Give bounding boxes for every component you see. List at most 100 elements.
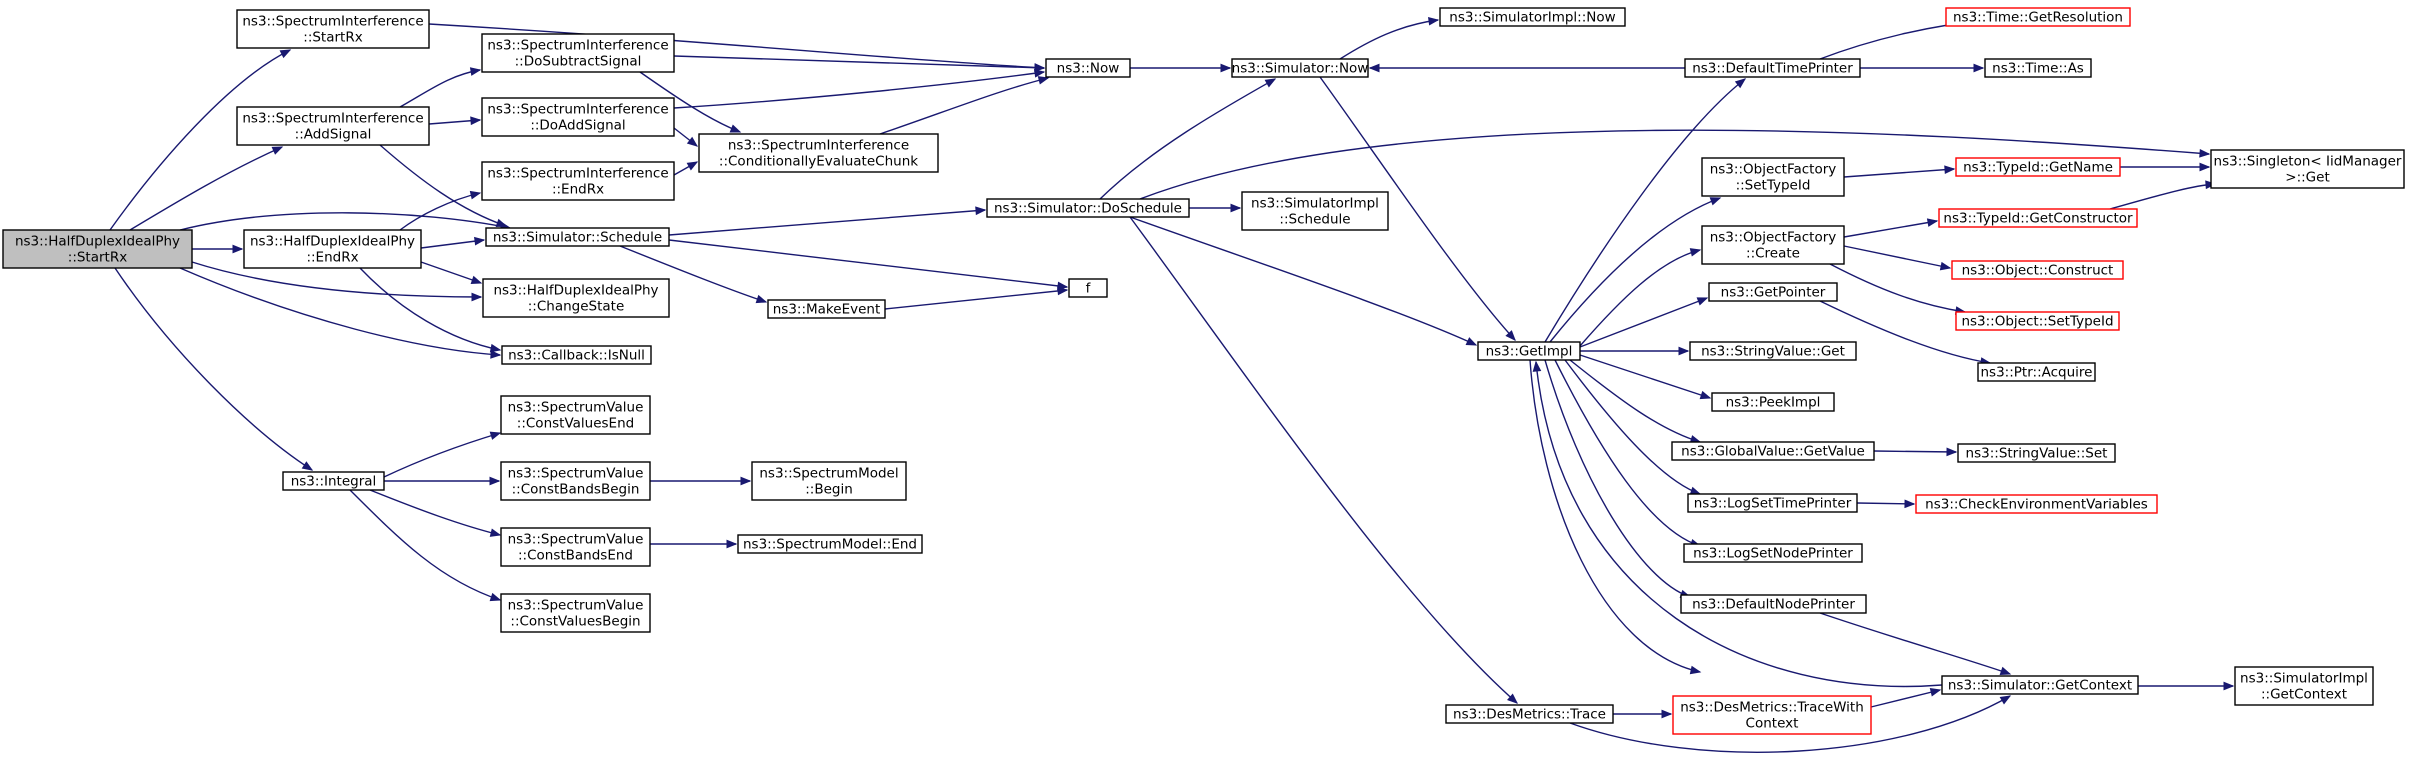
node-si-endrx[interactable]: ns3::SpectrumInterference::EndRx (481, 161, 675, 201)
edge-logsettimeprinter-to-checkenv (1856, 499, 1916, 509)
node-time-as[interactable]: ns3::Time::As (1984, 58, 2092, 78)
edge-line (1873, 450, 1957, 453)
node-peekimpl[interactable]: ns3::PeekImpl (1711, 392, 1835, 412)
arrowhead (471, 292, 483, 302)
node-integral[interactable]: ns3::Integral (282, 471, 385, 491)
node-label: ns3::Ptr::Acquire (1981, 365, 2093, 381)
node-logsettimeprinter[interactable]: ns3::LogSetTimePrinter (1687, 493, 1858, 513)
node-label: ns3::GlobalValue::GetValue (1681, 444, 1865, 460)
node-cb-isnull[interactable]: ns3::Callback::IsNull (501, 345, 652, 365)
arrowhead (1904, 499, 1916, 509)
node-si-cond[interactable]: ns3::SpectrumInterference::Conditionally… (698, 133, 939, 173)
arrowhead (1946, 447, 1958, 457)
node-box (1045, 58, 1131, 78)
edge-line (884, 289, 1068, 310)
node-sim-getcontext[interactable]: ns3::Simulator::GetContext (1941, 675, 2139, 695)
node-label: ns3::SpectrumInterference (242, 111, 423, 127)
edge-hd_endrx-to-hd_changestate (420, 261, 483, 284)
node-label: ns3::HalfDuplexIdealPhy (15, 234, 180, 250)
edge-line (1535, 361, 1943, 688)
node-box (1977, 362, 2096, 382)
node-box (501, 345, 652, 365)
node-of-create[interactable]: ns3::ObjectFactory::Create (1701, 225, 1845, 265)
node-typeid-getname[interactable]: ns3::TypeId::GetName (1955, 157, 2121, 177)
node-defaultnodeprinter[interactable]: ns3::DefaultNodePrinter (1680, 594, 1867, 614)
node-time-getres[interactable]: ns3::Time::GetResolution (1945, 7, 2131, 27)
node-sm-begin[interactable]: ns3::SpectrumModel::Begin (751, 461, 907, 501)
edge-line (1819, 300, 1991, 364)
arrowhead (740, 476, 752, 486)
node-label: ::Begin (805, 482, 853, 498)
node-sv-cbb[interactable]: ns3::SpectrumValue::ConstBandsBegin (500, 461, 651, 501)
node-now[interactable]: ns3::Now (1045, 58, 1131, 78)
edge-line (1564, 359, 1701, 495)
edge-typeid_getctor-to-singleton_get (2109, 180, 2217, 210)
node-logsetnodeprinter[interactable]: ns3::LogSetNodePrinter (1683, 543, 1863, 563)
edge-line (1579, 249, 1701, 347)
node-checkenv[interactable]: ns3::CheckEnvironmentVariables (1915, 494, 2158, 514)
edge-integral-to-sv_cbb (384, 476, 501, 486)
edge-sv_cbe-to-sm_end (650, 539, 738, 549)
node-simimpl-now[interactable]: ns3::SimulatorImpl::Now (1439, 7, 1626, 27)
node-si-startrx[interactable]: ns3::SpectrumInterference::StartRx (236, 9, 430, 49)
node-hd-endrx[interactable]: ns3::HalfDuplexIdealPhy::EndRx (243, 229, 422, 269)
edge-hd_endrx-to-si_endrx (399, 190, 482, 231)
node-stringvalue-get[interactable]: ns3::StringValue::Get (1689, 341, 1857, 361)
node-hd-changestate[interactable]: ns3::HalfDuplexIdealPhy::ChangeState (482, 278, 670, 318)
node-sim-now[interactable]: ns3::Simulator::Now (1231, 58, 1369, 78)
node-label: ns3::Simulator::GetContext (1948, 678, 2132, 694)
node-of-settypeid[interactable]: ns3::ObjectFactory::SetTypeId (1701, 157, 1845, 197)
edge-line (349, 489, 501, 601)
arrowhead (1264, 78, 1277, 88)
node-box (1241, 191, 1389, 231)
node-label: ::ConstValuesEnd (517, 416, 634, 432)
node-ptr-acquire[interactable]: ns3::Ptr::Acquire (1977, 362, 2096, 382)
node-box (1477, 341, 1581, 361)
node-simimpl-getcontext[interactable]: ns3::SimulatorImpl::GetContext (2234, 666, 2374, 706)
node-label: ::GetContext (2261, 687, 2347, 703)
node-sv-cve[interactable]: ns3::SpectrumValue::ConstValuesEnd (500, 395, 651, 435)
node-sim-schedule[interactable]: ns3::Simulator::Schedule (485, 227, 670, 247)
node-sm-end[interactable]: ns3::SpectrumModel::End (737, 534, 923, 554)
arrowhead (726, 539, 738, 549)
node-si-addsignal[interactable]: ns3::SpectrumInterference::AddSignal (236, 106, 430, 146)
node-box (1938, 208, 2138, 228)
node-f[interactable]: f (1068, 278, 1108, 298)
edge-line (399, 192, 481, 231)
node-stringvalue-set[interactable]: ns3::StringValue::Set (1957, 443, 2116, 463)
node-sv-cbe[interactable]: ns3::SpectrumValue::ConstBandsEnd (500, 527, 651, 567)
node-startrx[interactable]: ns3::HalfDuplexIdealPhy::StartRx (2, 229, 193, 269)
node-simimpl-schedule[interactable]: ns3::SimulatorImpl::Schedule (1241, 191, 1389, 231)
node-label: ::ConstValuesBegin (510, 614, 640, 630)
node-defaulttimeprinter[interactable]: ns3::DefaultTimePrinter (1684, 58, 1861, 78)
edge-startrx-to-hd_changestate (191, 261, 483, 302)
edge-line (383, 432, 501, 478)
node-label: ::ConditionallyEvaluateChunk (719, 154, 918, 170)
arrowhead (490, 350, 502, 359)
node-object-construct[interactable]: ns3::Object::Construct (1951, 260, 2124, 280)
node-object-settypeid[interactable]: ns3::Object::SetTypeId (1955, 311, 2120, 331)
node-sv-cvb[interactable]: ns3::SpectrumValue::ConstValuesBegin (500, 593, 651, 633)
node-box (751, 461, 907, 501)
node-si-doadd[interactable]: ns3::SpectrumInterference::DoAddSignal (481, 97, 675, 137)
edge-sim_doschedule-to-simimpl_schedule (1189, 203, 1242, 213)
node-label: ns3::Object::SetTypeId (1961, 314, 2113, 330)
node-typeid-getctor[interactable]: ns3::TypeId::GetConstructor (1938, 208, 2138, 228)
edge-line (420, 239, 485, 249)
node-makeevent[interactable]: ns3::MakeEvent (767, 299, 886, 319)
node-label: ::ConstBandsBegin (512, 482, 640, 498)
node-gv-getvalue[interactable]: ns3::GlobalValue::GetValue (1671, 441, 1875, 461)
node-singleton-get[interactable]: ns3::Singleton< IidManager >::Get (2210, 149, 2405, 189)
node-sim-doschedule[interactable]: ns3::Simulator::DoSchedule (986, 198, 1190, 218)
arrowhead (1678, 346, 1690, 356)
node-label: ns3::SpectrumModel::End (743, 537, 917, 553)
node-desmetrics-trace[interactable]: ns3::DesMetrics::Trace (1445, 704, 1614, 724)
node-box (1711, 392, 1835, 412)
node-getpointer[interactable]: ns3::GetPointer (1708, 282, 1838, 302)
node-si-dosub[interactable]: ns3::SpectrumInterference::DoSubtractSig… (481, 33, 675, 73)
node-getimpl[interactable]: ns3::GetImpl (1477, 341, 1581, 361)
edge-of_create-to-object_settypeid (1829, 263, 1967, 315)
edge-line (1819, 612, 2011, 675)
edge-line (428, 23, 1045, 69)
